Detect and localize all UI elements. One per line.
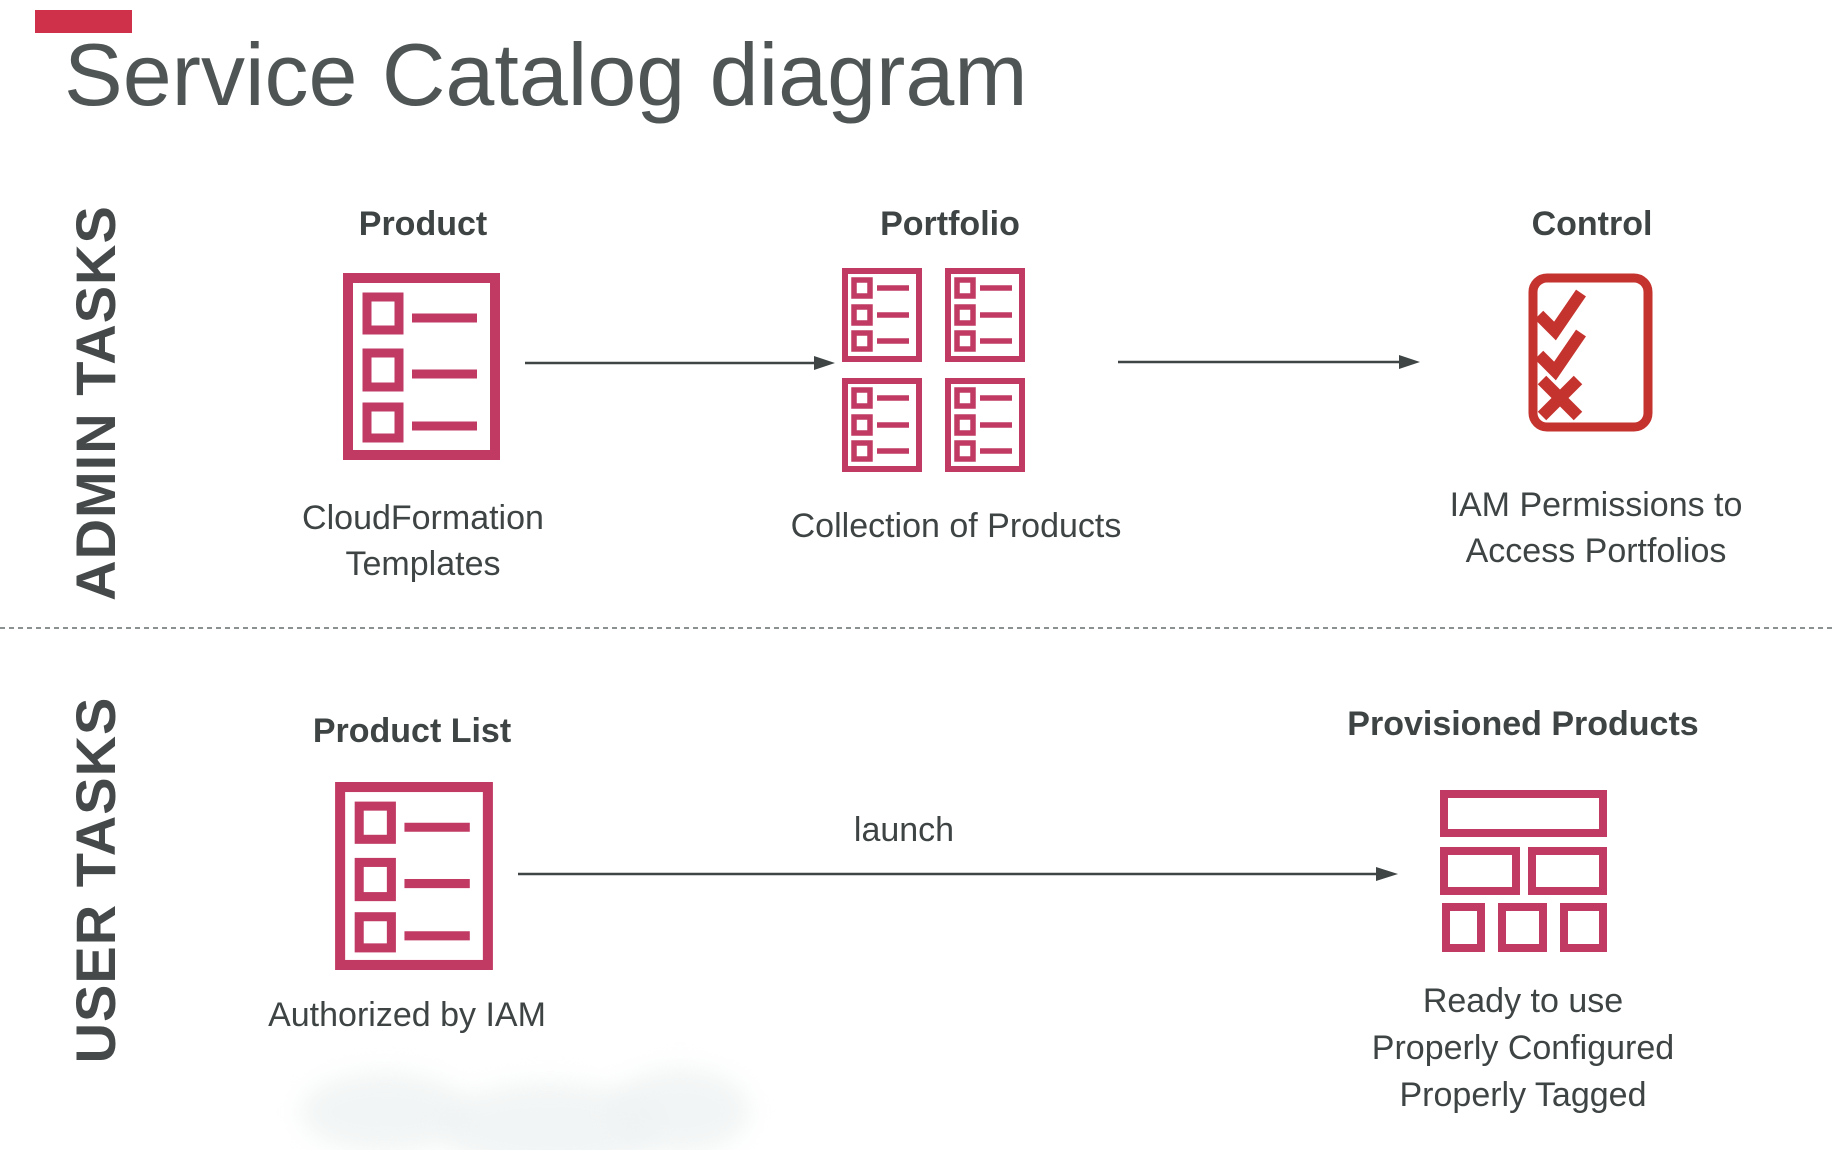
product-heading: Product — [358, 205, 488, 243]
product-list-heading: Product List — [312, 712, 512, 750]
launch-arrow-icon — [518, 865, 1398, 883]
product-list-caption: Authorized by IAM — [268, 996, 546, 1034]
accent-bar — [35, 10, 132, 33]
control-checklist-icon — [1528, 273, 1653, 432]
provisioned-products-caption: Ready to use Properly Configured Properl… — [1371, 982, 1675, 1114]
smudge — [300, 1072, 470, 1150]
portfolio-heading: Portfolio — [880, 205, 1020, 243]
arrow-product-to-portfolio-icon — [525, 354, 835, 372]
portfolio-item-icon — [842, 268, 922, 362]
user-tasks-label: USER TASKS — [64, 696, 127, 1064]
page-title: Service Catalog diagram — [64, 25, 1028, 124]
provisioned-products-icon — [1440, 790, 1607, 952]
admin-tasks-label: ADMIN TASKS — [64, 205, 127, 601]
provisioned-products-heading: Provisioned Products — [1347, 705, 1699, 743]
section-divider — [0, 627, 1832, 629]
portfolio-icon — [842, 268, 1025, 472]
portfolio-item-icon — [842, 378, 922, 472]
control-heading: Control — [1531, 205, 1653, 243]
portfolio-caption: Collection of Products — [790, 507, 1122, 545]
product-list-icon — [335, 782, 493, 970]
product-icon — [343, 273, 500, 460]
portfolio-item-icon — [945, 268, 1025, 362]
launch-arrow-label: launch — [853, 811, 955, 849]
control-caption: IAM Permissions to Access Portfolios — [1449, 486, 1743, 570]
smudge — [610, 1068, 750, 1150]
portfolio-item-icon — [945, 378, 1025, 472]
product-caption: CloudFormation Templates — [302, 499, 544, 583]
arrow-portfolio-to-control-icon — [1118, 353, 1420, 371]
